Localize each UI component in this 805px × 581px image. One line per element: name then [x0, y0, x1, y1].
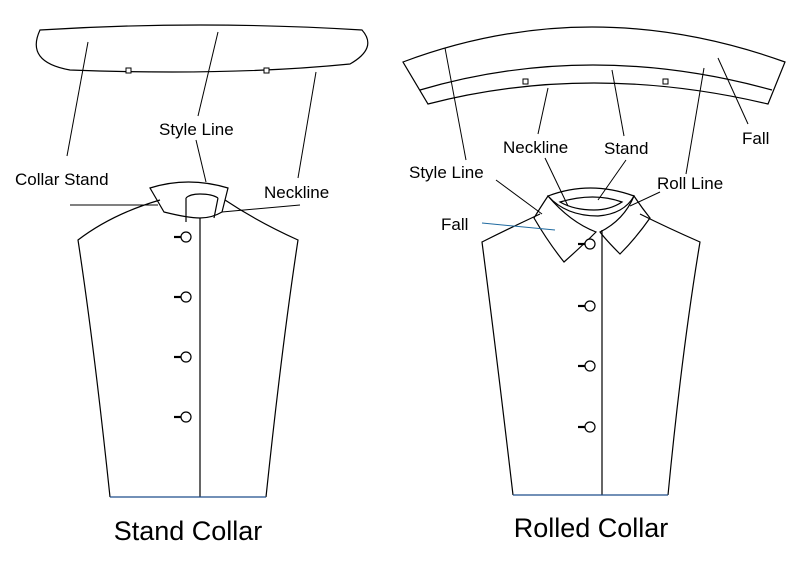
label-rc-roll-line: Roll Line	[657, 174, 723, 193]
leader-rc-neckline-bottom	[544, 157, 569, 207]
button-icon	[174, 351, 192, 363]
label-rc-style-line: Style Line	[409, 163, 484, 182]
label-rc-fall-left: Fall	[441, 215, 468, 234]
leader-neckline-top	[297, 71, 317, 179]
caption-stand-collar: Stand Collar	[114, 516, 263, 546]
button-icon	[578, 360, 596, 372]
leader-style-line-bottom	[195, 139, 207, 183]
button-icon	[578, 421, 596, 433]
stand-collar-bodice-outline	[77, 199, 299, 498]
leader-rc-stand-bottom	[597, 159, 627, 201]
rolled-collar-inner-neck	[558, 196, 624, 211]
stand-collar-buttons	[174, 231, 192, 423]
leader-rc-neckline-top	[537, 87, 549, 135]
stand-collar-front-edge	[185, 193, 219, 222]
rolled-collar-pattern-piece	[402, 26, 786, 105]
label-collar-stand: Collar Stand	[15, 170, 109, 189]
button-icon	[174, 231, 192, 243]
stand-collar-figure: Style Line Collar Stand Neckline Stand C…	[15, 24, 369, 546]
leader-collar-stand-top	[66, 41, 89, 157]
rolled-collar-notch-right	[662, 78, 669, 85]
stand-collar-notch-left	[125, 67, 132, 74]
stand-collar-collar	[149, 181, 229, 219]
stand-collar-notch-right	[263, 67, 270, 74]
label-rc-neckline: Neckline	[503, 138, 568, 157]
rolled-collar-fall-right	[599, 194, 651, 255]
rolled-collar-notch-left	[522, 78, 529, 85]
button-icon	[174, 291, 192, 303]
leader-rc-style-line	[444, 47, 467, 161]
leader-rc-stand-top	[611, 69, 625, 137]
label-rc-fall-top: Fall	[742, 129, 769, 148]
rolled-collar-stand-band	[546, 187, 635, 217]
button-icon	[578, 238, 596, 250]
leader-rc-style-line-bottom	[495, 179, 543, 215]
rolled-collar-figure: Style Line Neckline Stand Roll Line Fall…	[402, 26, 786, 543]
caption-rolled-collar: Rolled Collar	[514, 513, 669, 543]
leader-rc-fall-top	[717, 57, 749, 125]
stand-collar-pattern-piece	[35, 24, 369, 73]
button-icon	[578, 300, 596, 312]
leader-rc-fall-left	[481, 222, 556, 231]
rolled-collar-buttons	[578, 238, 596, 433]
rolled-collar-roll-line	[419, 64, 773, 91]
leader-rc-roll-line-top	[685, 67, 705, 175]
leader-rc-roll-line-bottom	[629, 191, 661, 207]
label-neckline: Neckline	[264, 183, 329, 202]
button-icon	[174, 411, 192, 423]
label-rc-stand: Stand	[604, 139, 648, 158]
leader-neckline-bottom	[221, 204, 301, 213]
label-style-line: Style Line	[159, 120, 234, 139]
rolled-collar-bodice-outline	[481, 213, 701, 496]
rolled-collar-fall-left	[533, 195, 598, 263]
leader-style-line-top	[197, 31, 219, 117]
